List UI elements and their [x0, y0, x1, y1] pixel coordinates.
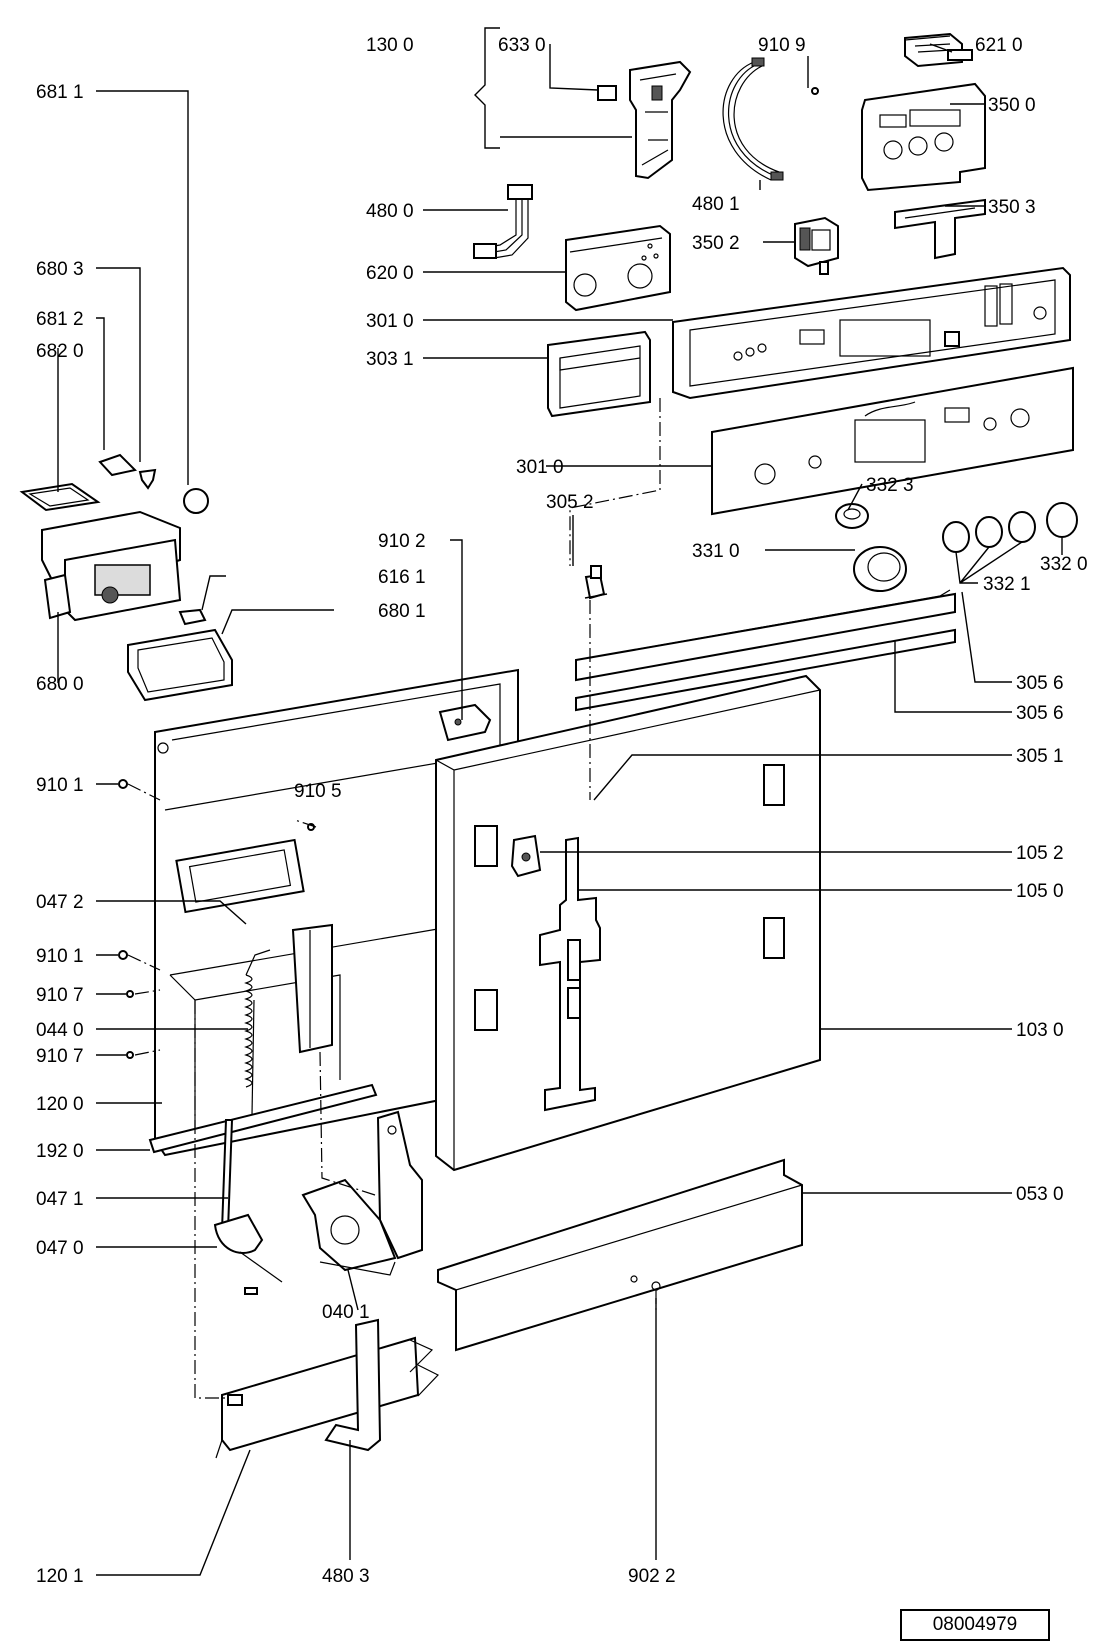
callout-620-0: 620 0 [366, 263, 414, 284]
part-620-0-module [565, 224, 671, 312]
callout-350-2: 350 2 [692, 233, 740, 254]
callout-682-0: 682 0 [36, 341, 84, 362]
callout-680-0: 680 0 [36, 674, 84, 695]
callout-192-0: 192 0 [36, 1141, 84, 1162]
callout-103-0: 103 0 [1016, 1020, 1064, 1041]
callout-910-5: 910 5 [294, 781, 342, 802]
callout-305-1: 305 1 [1016, 746, 1064, 767]
callout-332-0: 332 0 [1040, 554, 1088, 575]
part-480-1-cable [722, 57, 784, 181]
callout-480-3: 480 3 [322, 1566, 370, 1587]
part-480-0-harness [473, 184, 533, 259]
callout-350-0: 350 0 [988, 95, 1036, 116]
leader-lines [57, 43, 1063, 1576]
callout-331-0: 331 0 [692, 541, 740, 562]
part-192-0-strip [148, 1083, 378, 1154]
part-305-2-clip [584, 565, 608, 600]
callout-633-0: 633 0 [498, 35, 546, 56]
part-305-6-rails [575, 589, 956, 712]
callout-681-1: 681 1 [36, 82, 84, 103]
callout-305-2: 305 2 [546, 492, 594, 513]
callout-616-1: 616 1 [378, 567, 426, 588]
part-knobs [835, 502, 1078, 592]
part-350-0-board [861, 82, 986, 192]
part-350-2-module [794, 216, 839, 275]
part-053-0-kickplate [437, 1158, 803, 1352]
callout-301-0-lower: 301 0 [516, 457, 564, 478]
part-130-0-brace [474, 27, 632, 149]
callout-902-2: 902 2 [628, 1566, 676, 1587]
part-303-1-handle [547, 330, 651, 418]
part-105-0-bracket [539, 836, 601, 1112]
part-301-0-fascia [711, 366, 1074, 516]
callout-305-6-b: 305 6 [1016, 703, 1064, 724]
part-103-0-outer-door [435, 674, 821, 1172]
callout-332-1: 332 1 [983, 574, 1031, 595]
part-910-9-screw [811, 87, 819, 95]
part-616-1 [178, 608, 207, 626]
part-040-1-hinge [301, 1110, 423, 1276]
part-301-0-control-panel [672, 266, 1071, 400]
callout-047-0: 047 0 [36, 1238, 84, 1259]
callout-350-3: 350 3 [988, 197, 1036, 218]
callout-680-1: 680 1 [378, 601, 426, 622]
callout-910-1-lower: 910 1 [36, 946, 84, 967]
part-inner-vent [175, 838, 305, 914]
callout-047-1: 047 1 [36, 1189, 84, 1210]
callout-120-1: 120 1 [36, 1566, 84, 1587]
part-350-3-bracket [894, 198, 986, 260]
callout-680-3: 680 3 [36, 259, 84, 280]
callout-910-9: 910 9 [758, 35, 806, 56]
part-column [291, 923, 333, 1054]
callout-910-1-upper: 910 1 [36, 775, 84, 796]
callout-301-0-upper: 301 0 [366, 311, 414, 332]
callout-105-2: 105 2 [1016, 843, 1064, 864]
callout-053-0: 053 0 [1016, 1184, 1064, 1205]
callout-621-0: 621 0 [975, 35, 1023, 56]
callout-labels: 130 0 633 0 910 9 621 0 681 1 350 0 480 … [36, 35, 1088, 1587]
callout-480-1: 480 1 [692, 194, 740, 215]
callout-480-0: 480 0 [366, 201, 414, 222]
part-044-0-spring [244, 949, 271, 1116]
callout-130-0: 130 0 [366, 35, 414, 56]
callout-305-6-a: 305 6 [1016, 673, 1064, 694]
callout-332-3: 332 3 [866, 475, 914, 496]
part-480-3-foot [324, 1318, 382, 1452]
part-screws [118, 779, 315, 1059]
callout-040-1: 040 1 [322, 1302, 370, 1323]
callout-105-0: 105 0 [1016, 881, 1064, 902]
document-number: 08004979 [900, 1609, 1050, 1641]
part-680-1-gasket [127, 628, 233, 702]
part-047-hinge-arm [213, 1119, 283, 1295]
callout-681-2: 681 2 [36, 309, 84, 330]
part-621-0-module [904, 32, 973, 68]
callout-303-1: 303 1 [366, 349, 414, 370]
part-680-0-dispenser [19, 453, 209, 622]
callout-120-0: 120 0 [36, 1094, 84, 1115]
callout-910-7-lower: 910 7 [36, 1046, 84, 1067]
callout-047-2: 047 2 [36, 892, 84, 913]
callout-044-0: 044 0 [36, 1020, 84, 1041]
callout-910-7-upper: 910 7 [36, 985, 84, 1006]
part-910-2-plate [438, 703, 492, 742]
part-latch-assembly [597, 60, 692, 180]
callout-910-2: 910 2 [378, 531, 426, 552]
